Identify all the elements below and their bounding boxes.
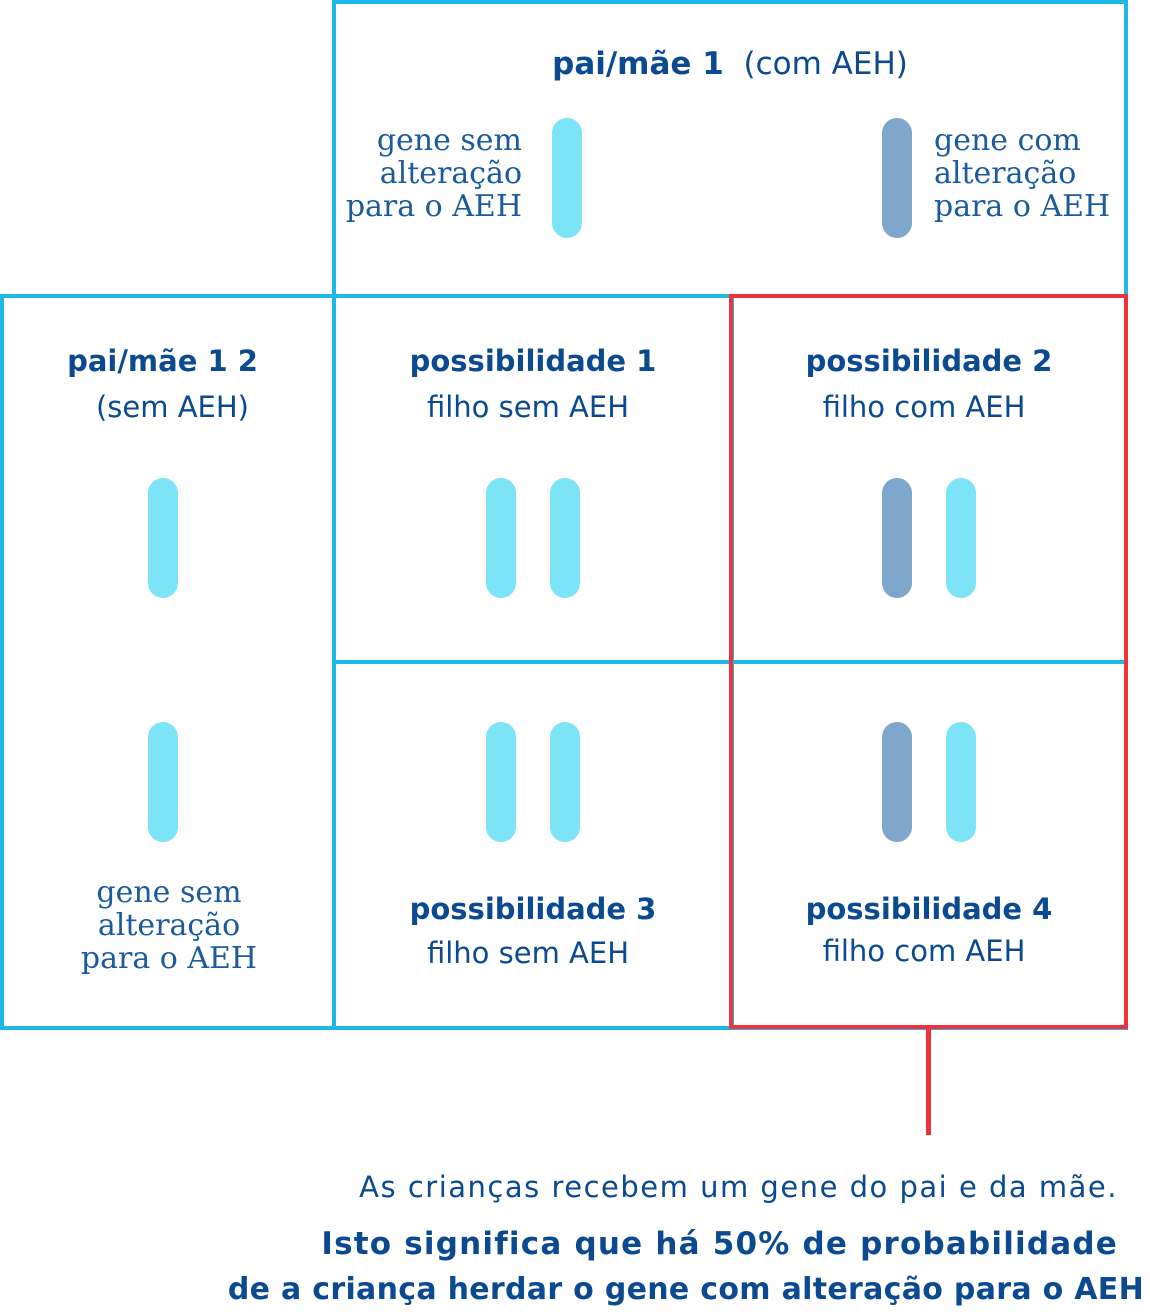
possibility-1-title: possibilidade 1 <box>409 344 657 378</box>
highlight-box-affected <box>729 294 1128 1029</box>
legend-gene-normal-label: gene sem alteração para o AEH <box>340 124 522 223</box>
possibility-2-subtitle: filho com AEH <box>822 390 1026 424</box>
legend-gene-normal-line: alteração <box>379 156 522 191</box>
possibility-3-gene-icon <box>486 722 516 842</box>
parent1-title: pai/mãe 1 (com AEH) <box>332 46 1128 82</box>
legend-gene-normal-line: para o AEH <box>345 189 522 224</box>
legend-gene-altered-line: para o AEH <box>934 189 1111 224</box>
gene-altered-icon <box>882 118 912 238</box>
parent1-title-rest: (com AEH) <box>743 46 908 82</box>
footer-line-1: As crianças recebem um gene do pai e da … <box>359 1170 1118 1204</box>
parent2-subtitle: (sem AEH) <box>95 390 249 424</box>
cell-possibility-3 <box>332 660 734 1030</box>
possibility-3-title: possibilidade 3 <box>409 892 657 926</box>
parent2-gene-normal-line: gene sem <box>96 875 242 910</box>
possibility-1-subtitle: filho sem AEH <box>426 390 630 424</box>
parent2-gene-normal-icon <box>148 478 178 598</box>
possibility-4-subtitle: filho com AEH <box>822 934 1026 968</box>
legend-gene-altered-line: alteração <box>934 156 1077 191</box>
parent2-gene-normal-line: alteração <box>97 908 241 943</box>
parent2-gene-normal-line: para o AEH <box>80 941 258 976</box>
gene-normal-icon <box>552 118 582 238</box>
possibility-4-gene-normal-icon <box>946 722 976 842</box>
footer-line-3: de a criança herdar o gene com alteração… <box>227 1272 1144 1307</box>
legend-gene-altered-label: gene com alteração para o AEH <box>934 124 1114 223</box>
parent2-gene-normal-label: gene sem alteração para o AEH <box>0 876 338 975</box>
parent1-title-bold: pai/mãe 1 <box>552 46 724 82</box>
connector-line <box>926 1029 931 1135</box>
possibility-1-gene-icon <box>550 478 580 598</box>
legend-gene-altered-line: gene com <box>934 123 1081 158</box>
possibility-4-gene-altered-icon <box>882 722 912 842</box>
possibility-3-subtitle: filho sem AEH <box>426 936 630 970</box>
possibility-3-gene-icon <box>550 722 580 842</box>
possibility-2-title: possibilidade 2 <box>805 344 1053 378</box>
possibility-2-gene-normal-icon <box>946 478 976 598</box>
legend-gene-normal-line: gene sem <box>376 123 522 158</box>
possibility-1-gene-icon <box>486 478 516 598</box>
parent2-title: pai/mãe 1 2 <box>67 344 258 378</box>
possibility-4-title: possibilidade 4 <box>805 892 1053 926</box>
parent2-gene-normal-icon <box>148 722 178 842</box>
footer-line-2: Isto significa que há 50% de probabilida… <box>321 1226 1118 1262</box>
possibility-2-gene-altered-icon <box>882 478 912 598</box>
